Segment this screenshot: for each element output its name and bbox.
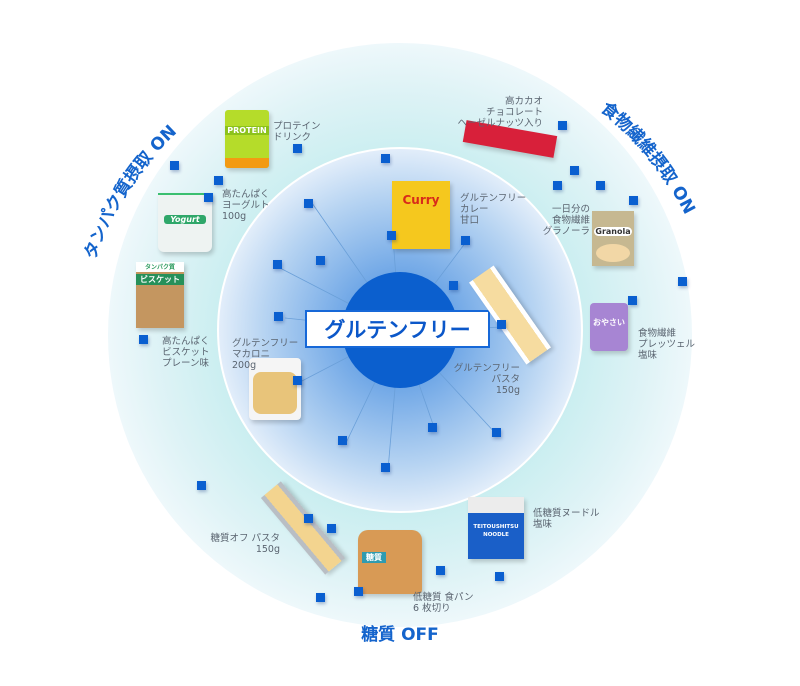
bread-label: 低糖質 食パン 6 枚切り xyxy=(413,592,474,614)
square-marker xyxy=(214,176,223,185)
square-marker xyxy=(316,256,325,265)
protein-drink-label: プロテイン ドリンク xyxy=(273,121,321,143)
square-marker xyxy=(596,181,605,190)
bread-pack-text: 糖質 xyxy=(362,552,386,563)
square-marker xyxy=(428,423,437,432)
curry-pack-text: Curry xyxy=(402,193,440,207)
square-marker xyxy=(316,593,325,602)
granola-pack-text: Granola xyxy=(594,227,632,236)
square-marker xyxy=(338,436,347,445)
biscuit-label: 高たんぱく ビスケット プレーン味 xyxy=(162,336,210,369)
square-marker xyxy=(304,199,313,208)
protein-pack-text: PROTEIN xyxy=(225,126,269,135)
biscuit-image: タンパク質 ビスケット xyxy=(136,262,184,328)
square-marker xyxy=(553,181,562,190)
yogurt-label: 高たんぱく ヨーグルト 100g xyxy=(222,189,270,222)
square-marker xyxy=(495,572,504,581)
biscuit-pack-top: タンパク質 xyxy=(136,262,184,272)
square-marker xyxy=(381,154,390,163)
protein-drink-image: PROTEIN xyxy=(225,110,269,168)
noodle-pack-text: TEITOUSHITSU NOODLE xyxy=(473,524,519,538)
square-marker xyxy=(304,514,313,523)
square-marker xyxy=(461,236,470,245)
square-marker xyxy=(354,587,363,596)
square-marker xyxy=(492,428,501,437)
square-marker xyxy=(558,121,567,130)
square-marker xyxy=(293,376,302,385)
square-marker xyxy=(170,161,179,170)
square-marker xyxy=(629,196,638,205)
curry-label: グルテンフリー カレー 甘口 xyxy=(460,193,527,226)
yogurt-pack-text: Yogurt xyxy=(164,215,206,224)
granola-label: 一日分の 食物繊維 グラノーラ xyxy=(542,204,590,237)
square-marker xyxy=(678,277,687,286)
macaroni-label: グルテンフリー マカロニ 200g xyxy=(232,338,299,371)
pretzel-pack-text: おやさい xyxy=(593,318,625,327)
square-marker xyxy=(293,144,302,153)
square-marker xyxy=(387,231,396,240)
square-marker xyxy=(197,481,206,490)
square-marker xyxy=(274,312,283,321)
pretzel-image: おやさい xyxy=(590,303,628,351)
bread-image: 糖質 xyxy=(358,530,422,594)
square-marker xyxy=(139,335,148,344)
square-marker xyxy=(570,166,579,175)
square-marker xyxy=(381,463,390,472)
biscuit-pack-text: ビスケット xyxy=(136,274,184,285)
category-sugar: 糖質 OFF xyxy=(361,624,439,645)
yogurt-image: Yogurt xyxy=(158,193,212,252)
square-marker xyxy=(497,320,506,329)
noodle-label: 低糖質ヌードル 塩味 xyxy=(533,508,600,530)
macaroni-image xyxy=(249,358,301,420)
square-marker xyxy=(628,296,637,305)
square-marker xyxy=(204,193,213,202)
square-marker xyxy=(449,281,458,290)
pretzel-label: 食物繊維 プレッツェル 塩味 xyxy=(638,328,696,361)
square-marker xyxy=(327,524,336,533)
curry-image: Curry xyxy=(392,181,450,249)
noodle-image: TEITOUSHITSU NOODLE xyxy=(468,497,524,559)
sugar-off-pasta-label: 糖質オフ パスタ 150g xyxy=(210,533,280,555)
square-marker xyxy=(273,260,282,269)
gf-pasta-label: グルテンフリー パスタ 150g xyxy=(453,363,520,396)
chocolate-label: 高カカオ チョコレート ヘーゼルナッツ入り xyxy=(457,96,543,129)
square-marker xyxy=(436,566,445,575)
granola-image: Granola xyxy=(592,211,634,266)
center-label: グルテンフリー xyxy=(305,310,490,348)
